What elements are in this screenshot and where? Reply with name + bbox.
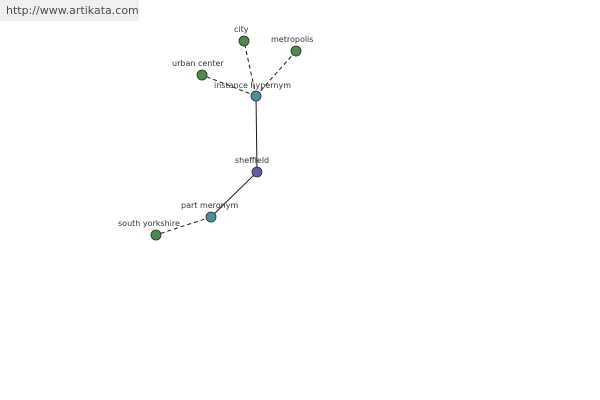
node-south-yorkshire[interactable]: south yorkshire: [118, 219, 180, 241]
edges-layer: [155, 40, 297, 236]
edge-part-meronym-to-south-yorkshire: [155, 216, 212, 236]
node-south-yorkshire-label: south yorkshire: [118, 219, 180, 228]
node-metropolis-circle[interactable]: [290, 45, 302, 57]
node-part-meronym[interactable]: part meronym: [181, 201, 238, 223]
node-sheffield[interactable]: sheffield: [235, 156, 269, 178]
node-city[interactable]: city: [234, 25, 250, 47]
node-urban-center[interactable]: urban center: [172, 59, 224, 81]
edge-instance-hypernym-to-urban-center: [201, 74, 257, 97]
edge-sheffield-to-part-meronym: [210, 171, 258, 218]
node-metropolis[interactable]: metropolis: [271, 35, 313, 57]
node-instance-hypernym[interactable]: instance hypernym: [214, 81, 291, 102]
node-sheffield-circle[interactable]: [251, 166, 263, 178]
node-metropolis-label: metropolis: [271, 35, 313, 44]
node-urban-center-circle[interactable]: [196, 69, 208, 81]
node-sheffield-label: sheffield: [235, 156, 269, 165]
node-city-label: city: [234, 25, 249, 34]
nodes-layer: sheffield instance hypernym part meronym ci…: [118, 25, 313, 241]
node-urban-center-label: urban center: [172, 59, 224, 68]
node-city-circle[interactable]: [238, 35, 250, 47]
node-instance-hypernym-label: instance hypernym: [214, 81, 291, 90]
edge-sheffield-to-instance-hypernym: [255, 95, 258, 173]
edge-instance-hypernym-to-city: [243, 40, 257, 97]
node-south-yorkshire-circle[interactable]: [150, 229, 162, 241]
node-instance-hypernym-circle[interactable]: [250, 90, 262, 102]
edge-instance-hypernym-to-metropolis: [255, 50, 297, 97]
watermark-url: http://www.artikata.com: [0, 0, 139, 21]
node-part-meronym-circle[interactable]: [205, 211, 217, 223]
node-part-meronym-label: part meronym: [181, 201, 238, 210]
